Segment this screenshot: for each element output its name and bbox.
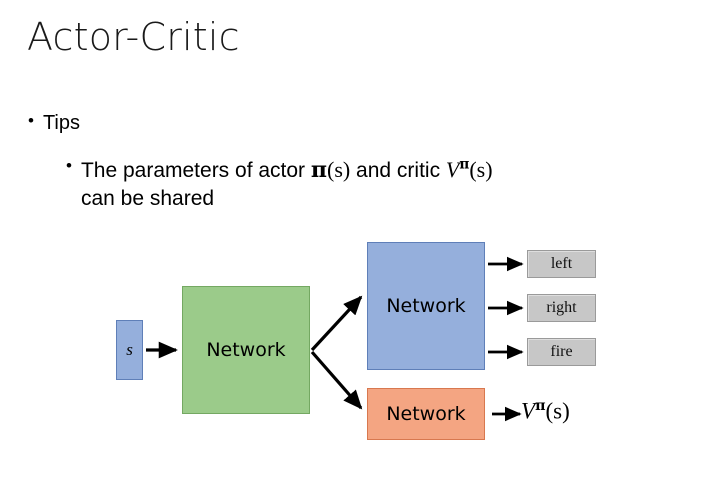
shared-network-box: Network [182, 286, 310, 414]
critic-network-label: Network [386, 403, 466, 425]
action-box-fire: fire [527, 338, 596, 366]
arrow-shared-to-actor [310, 295, 363, 352]
action-box-right: right [527, 294, 596, 322]
action-label-right: right [546, 299, 577, 316]
bullet-tips-label: Tips [42, 112, 80, 134]
critic-network-box: Network [367, 388, 485, 440]
action-label-fire: fire [550, 343, 573, 360]
actor-network-label: Network [386, 295, 466, 317]
state-input-box: s [116, 320, 143, 380]
value-function-argument: (s) [545, 398, 570, 424]
value-function-symbol: V [521, 398, 536, 424]
bullet-text-segment-3: can be shared [80, 187, 215, 211]
shared-network-label: Network [206, 339, 286, 361]
value-function-superscript: π [535, 398, 546, 414]
action-label-left: left [550, 255, 573, 272]
bullet-marker-icon: • [28, 111, 34, 130]
bullet-marker-icon: • [66, 156, 72, 175]
bullet-tips: • Tips [28, 110, 80, 136]
value-function-output: Vπ(s) [521, 398, 570, 425]
state-input-label: s [126, 340, 133, 359]
actor-policy-symbol: π(s) [310, 157, 351, 183]
page-title: Actor-Critic [27, 15, 240, 59]
bullet-shared-parameters-text: The parameters of actor π(s) and critic … [81, 155, 493, 213]
arrow-shared-to-critic [310, 350, 363, 410]
action-box-left: left [527, 250, 596, 278]
critic-value-symbol: Vπ(s) [445, 156, 493, 182]
bullet-text-segment-1: The parameters of actor [80, 159, 311, 182]
bullet-shared-parameters: • The parameters of actor π(s) and criti… [66, 155, 493, 213]
actor-network-box: Network [367, 242, 485, 370]
bullet-text-segment-2: and critic [350, 159, 446, 182]
